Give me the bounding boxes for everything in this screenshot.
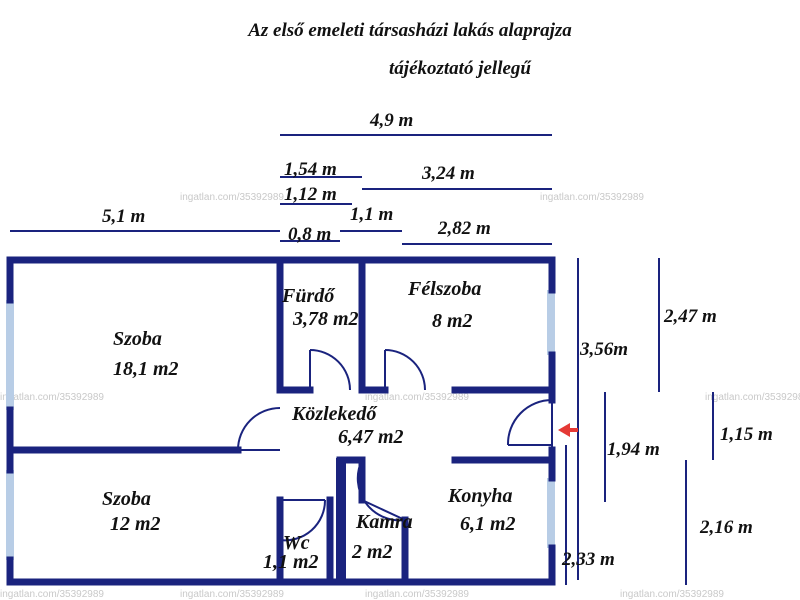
walls bbox=[6, 256, 556, 586]
dimension-label: 3,24 m bbox=[421, 163, 475, 184]
watermark-text: ingatlan.com/35392989 bbox=[620, 589, 724, 600]
entrance-arrow-icon bbox=[558, 423, 578, 437]
room-area: 1,1 m2 bbox=[263, 551, 319, 573]
doors bbox=[237, 349, 553, 542]
room-area: 2 m2 bbox=[351, 541, 393, 563]
dimension-label: 2,16 m bbox=[699, 517, 753, 538]
room-labels: Szoba 18,1 m2 Fürdő 3,78 m2 Félszoba 8 m… bbox=[102, 278, 516, 573]
window bbox=[6, 300, 14, 410]
room-area: 6,47 m2 bbox=[338, 426, 404, 448]
door-swing bbox=[356, 459, 406, 522]
dimension-label: 2,47 m bbox=[663, 306, 717, 327]
dimension-label: 2,33 m bbox=[561, 549, 615, 570]
window bbox=[6, 470, 14, 560]
room-name: Konyha bbox=[447, 485, 512, 507]
watermark-text: ingatlan.com/35392989 bbox=[180, 192, 284, 203]
watermark-text: ingatlan.com/35392989 bbox=[0, 589, 104, 600]
dimension-label: 5,1 m bbox=[102, 206, 145, 227]
watermark-text: ingatlan.com/35392989 bbox=[365, 589, 469, 600]
door-swing bbox=[309, 349, 351, 391]
window bbox=[547, 478, 555, 548]
watermark-text: ingatlan.com/35392989 bbox=[540, 192, 644, 203]
windows bbox=[6, 290, 555, 560]
watermark-text: ingatlan.com/35392989 bbox=[0, 392, 104, 403]
plan-subtitle: tájékoztató jellegű bbox=[389, 58, 531, 79]
dimension-label: 4,9 m bbox=[369, 110, 413, 131]
dimension-labels: 4,9 m 1,54 m 3,24 m 1,12 m 5,1 m 1,1 m 0… bbox=[102, 110, 773, 570]
door-swing bbox=[384, 349, 426, 391]
room-area: 12 m2 bbox=[110, 513, 161, 535]
room-area: 18,1 m2 bbox=[113, 358, 179, 380]
dimension-label: 1,15 m bbox=[720, 424, 773, 445]
room-name: Közlekedő bbox=[291, 403, 378, 425]
dimension-label: 1,54 m bbox=[284, 159, 337, 180]
dimension-label: 1,1 m bbox=[350, 204, 393, 225]
plan-title: Az első emeleti társasházi lakás alapraj… bbox=[248, 20, 572, 41]
room-name: Szoba bbox=[113, 328, 162, 350]
room-name: Szoba bbox=[102, 488, 151, 510]
room-name: Fürdő bbox=[281, 285, 336, 307]
dimension-label: 1,94 m bbox=[607, 439, 660, 460]
room-name: Kamra bbox=[355, 511, 413, 533]
door-swing bbox=[279, 499, 327, 542]
door-swing bbox=[237, 407, 281, 451]
room-area: 8 m2 bbox=[432, 310, 473, 332]
watermark-text: ingatlan.com/35392989 bbox=[365, 392, 469, 403]
watermark-text: ingatlan.com/35392989 bbox=[180, 589, 284, 600]
room-name: Félszoba bbox=[407, 278, 481, 300]
room-area: 6,1 m2 bbox=[460, 513, 516, 535]
wall bbox=[336, 458, 346, 584]
window bbox=[547, 290, 555, 355]
room-name: Wc bbox=[283, 532, 310, 554]
door-leaf bbox=[361, 499, 406, 521]
door-swing bbox=[506, 399, 553, 446]
dimension-label: 2,82 m bbox=[437, 218, 491, 239]
room-area: 3,78 m2 bbox=[292, 308, 359, 330]
dimension-lines bbox=[10, 134, 714, 585]
dimension-label: 1,12 m bbox=[284, 184, 337, 205]
watermarks: ingatlan.com/35392989 ingatlan.com/35392… bbox=[0, 192, 800, 600]
dimension-label: 0,8 m bbox=[288, 224, 331, 245]
dimension-label: 3,56m bbox=[579, 339, 628, 360]
watermark-text: ingatlan.com/35392989 bbox=[705, 392, 800, 403]
